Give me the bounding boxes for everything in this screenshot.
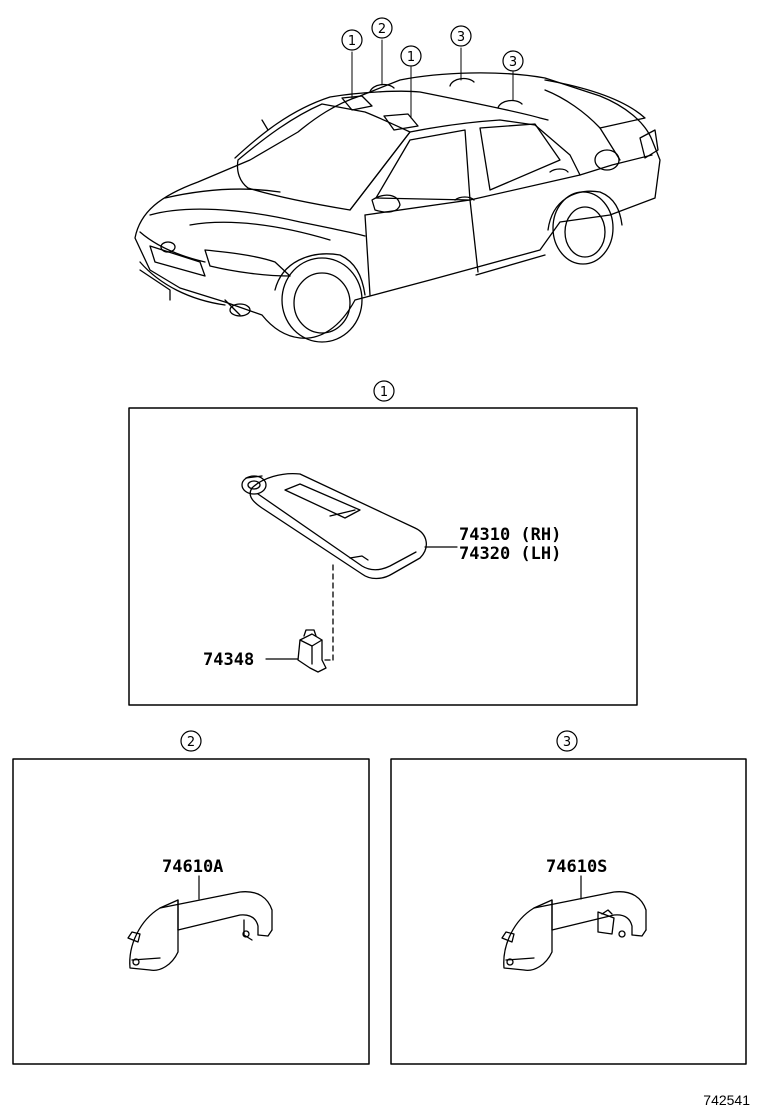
grip-s-part-number: 74610S [546, 857, 607, 877]
car-callout-1b: 1 [400, 45, 422, 67]
section-grip-a-callout: 2 [180, 730, 202, 752]
svg-text:1: 1 [380, 385, 388, 400]
visor-part-number-lh: 74320 (LH) [459, 544, 561, 564]
car-callout-1a: 1 [341, 29, 363, 51]
visor-holder-part-number: 74348 [203, 650, 254, 670]
visor-holder-drawing [297, 629, 327, 673]
sun-visor-drawing [241, 472, 427, 580]
assist-grip-a-drawing [127, 891, 273, 971]
car-callout-3b: 3 [502, 50, 524, 72]
assist-grip-s-drawing [501, 891, 647, 971]
figure-reference-number: 742541 [703, 1092, 750, 1108]
svg-text:2: 2 [378, 22, 386, 37]
section-grip-a-frame [12, 758, 370, 1065]
svg-text:3: 3 [563, 735, 571, 750]
section-visor-frame [128, 407, 638, 706]
car-illustration [134, 72, 661, 343]
svg-text:1: 1 [348, 34, 356, 49]
car-callout-2: 2 [371, 17, 393, 39]
callout-leaders [351, 39, 514, 119]
svg-text:2: 2 [187, 735, 195, 750]
section-visor-callout: 1 [373, 380, 395, 402]
car-callout-3a: 3 [450, 25, 472, 47]
section-grip-s-frame [390, 758, 747, 1065]
svg-text:3: 3 [509, 55, 517, 70]
grip-a-part-number: 74610A [162, 857, 223, 877]
svg-text:1: 1 [407, 50, 415, 65]
svg-text:3: 3 [457, 30, 465, 45]
visor-part-number-rh: 74310 (RH) [459, 525, 561, 545]
section-grip-s-callout: 3 [556, 730, 578, 752]
